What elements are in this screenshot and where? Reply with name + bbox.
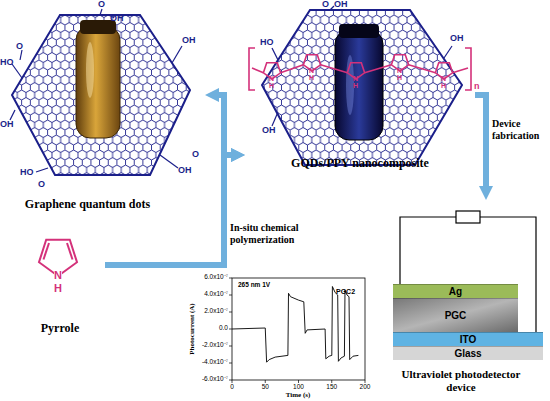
composite-node: GQDs/PPY nanocomposite: [245, 0, 475, 172]
axis-label: -2.0x10⁻⁷: [202, 342, 228, 349]
layer-label: PGC: [445, 310, 467, 321]
chemical-label: O: [98, 0, 105, 9]
chemical-label: N: [441, 75, 446, 82]
edge-label: In-situ chemical polymerization: [230, 222, 316, 246]
edge-label: Device fabrication: [492, 118, 548, 142]
chemical-label: N: [397, 67, 402, 74]
composite-sheet: [262, 6, 462, 165]
layer-box: ITO: [393, 332, 543, 346]
chemical-label: O: [16, 42, 23, 51]
polypyrrole-chain: [249, 48, 471, 90]
chemical-label: OH: [178, 166, 192, 175]
axis-label: 150: [326, 384, 337, 391]
chemical-label: H: [309, 74, 314, 81]
chemical-label: OH: [0, 120, 14, 129]
axis-label: 50: [262, 384, 269, 391]
pgc-texture: [393, 298, 518, 332]
axis-label: 2.0x10⁻⁷: [204, 308, 228, 315]
axis-label: -6.0x10⁻⁷: [202, 376, 228, 383]
axis-label: 100: [293, 384, 304, 391]
chemical-label: H: [441, 82, 446, 89]
chemical-label: n: [474, 82, 480, 91]
gqd-sheet: [10, 9, 190, 175]
axis-label: 0.0: [219, 325, 228, 332]
chemical-label: H: [353, 82, 358, 89]
flow-arrow: [219, 95, 231, 155]
chemical-label: OH: [110, 14, 124, 23]
chemical-label: O: [192, 150, 199, 159]
node-caption: GQDs/PPY nanocomposite: [245, 157, 475, 171]
chemical-label: OH: [182, 36, 196, 45]
chemical-label: HO: [20, 168, 34, 177]
layer-label: ITO: [460, 334, 476, 345]
chemical-label: O: [322, 0, 329, 9]
chemical-label: N: [353, 75, 358, 82]
axis-label: -4.0x10⁻⁷: [202, 359, 228, 366]
chemical-label: PGC2: [336, 288, 355, 295]
chemical-label: HO: [0, 58, 14, 67]
chemical-label: H: [397, 74, 402, 81]
axis-label: Time (s): [286, 392, 311, 399]
layer-box: PGC: [393, 298, 518, 332]
chemical-label: N: [269, 75, 274, 82]
chemical-label: 265 nm 1V: [238, 282, 270, 289]
layer-box: Ag: [393, 284, 518, 298]
chemical-label: OH: [262, 126, 276, 135]
chemical-label: H: [269, 82, 274, 89]
layer-box: Glass: [393, 346, 543, 360]
chemical-label: O: [38, 180, 45, 189]
node-caption: Pyrrole: [15, 322, 105, 336]
device-node: Ultraviolet photodetector device AgPGC ITO…: [375, 200, 548, 397]
photocurrent-chart: [229, 278, 365, 383]
node-caption: Ultraviolet photodetector device: [397, 368, 525, 393]
chemical-label: N: [54, 270, 62, 281]
axis-label: 4.0x10⁻⁷: [204, 291, 228, 298]
flow-arrow: [475, 95, 486, 186]
chemical-label: OH: [450, 34, 464, 43]
illustration-node: Graphene quantum dots: [0, 0, 205, 215]
axis-label: 200: [360, 384, 371, 391]
axis-label: 6.0x10⁻⁷: [204, 274, 228, 281]
chemical-label: N: [309, 67, 314, 74]
axis-label: 0: [230, 384, 234, 391]
node-caption: Graphene quantum dots: [0, 198, 175, 212]
layer-label: Ag: [449, 286, 462, 297]
chemical-label: HO: [260, 38, 274, 47]
layer-label: Glass: [454, 348, 481, 359]
chemical-label: H: [54, 283, 62, 294]
flow-arrow: [105, 155, 231, 265]
chemical-label: OH: [334, 0, 348, 9]
axis-label: Photocurrent (A): [189, 303, 196, 354]
